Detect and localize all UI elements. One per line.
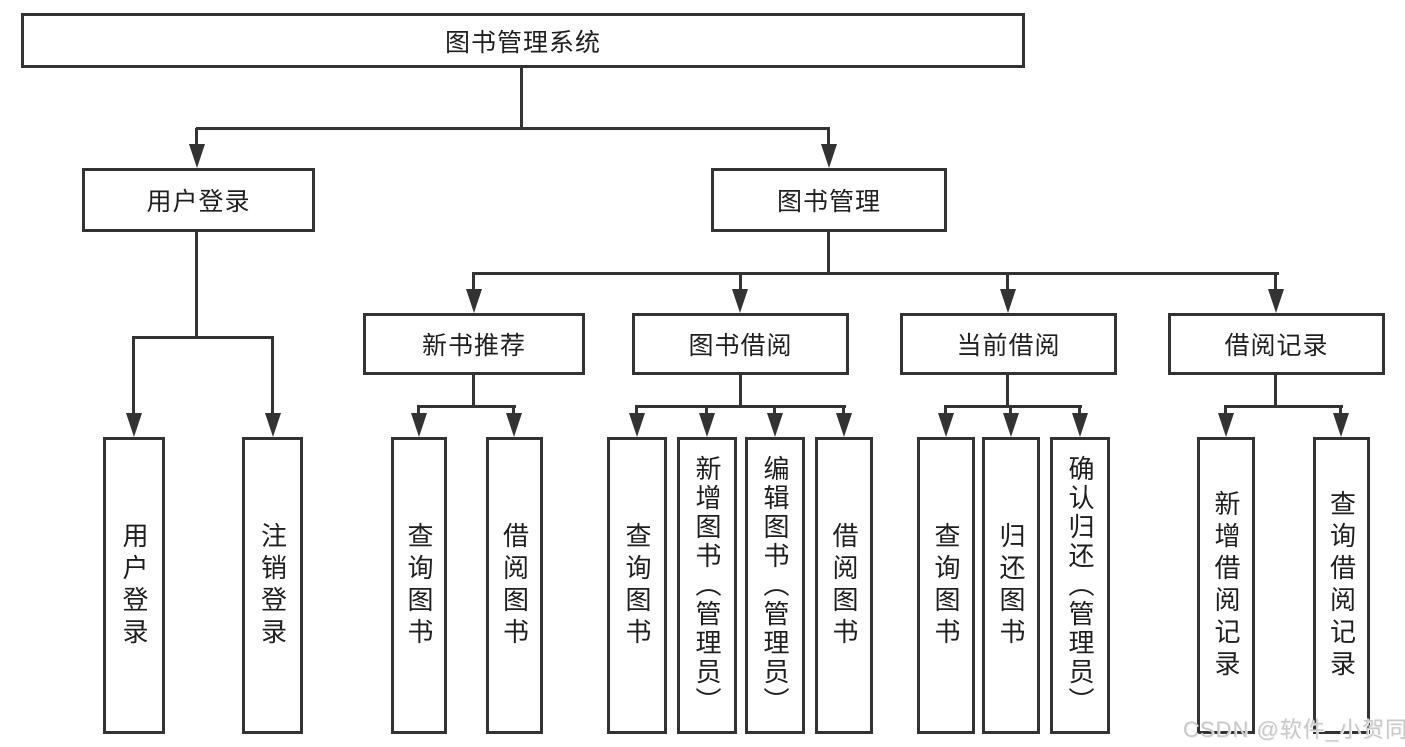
connector-user-login-drop-1 (132, 337, 135, 419)
connector-book-mgmt-stem (827, 230, 830, 274)
arrowhead-icon (767, 413, 783, 437)
leaf-label: 新增借阅记录 (1211, 489, 1241, 682)
connector-group4-drop (1224, 406, 1227, 418)
leaf-newbook-query-books: 查询图书 (391, 437, 447, 734)
arrowhead-icon (1268, 289, 1284, 313)
connector-group3-drop (1009, 406, 1012, 418)
branch-book-management-label: 图书管理 (776, 188, 881, 216)
leaf-current-confirm-return-admin: 确认归还（管理员） (1050, 437, 1110, 734)
branch-user-login: 用户登录 (82, 168, 315, 232)
arrowhead-icon (126, 413, 142, 437)
leaf-records-query-record: 查询借阅记录 (1313, 437, 1370, 734)
arrowhead-icon (411, 413, 427, 437)
arrowhead-icon (466, 289, 482, 313)
leaf-borrow-query-books: 查询图书 (607, 437, 667, 734)
connector-group2-drop (635, 406, 638, 418)
connector-level2-right-drop (827, 128, 830, 152)
root-node: 图书管理系统 (21, 13, 1025, 68)
leaf-user-login: 用户登录 (103, 437, 165, 734)
leaf-label: 归还图书 (996, 521, 1026, 650)
connector-group4-rail (1224, 405, 1343, 408)
connector-level3-drop-1 (472, 273, 475, 293)
leaf-label: 查询借阅记录 (1326, 489, 1357, 682)
leaf-label: 查询图书 (931, 521, 961, 650)
connector-level2-rail (196, 127, 830, 130)
leaf-label: 借阅图书 (499, 521, 530, 650)
leaf-label: 用户登录 (119, 521, 149, 650)
connector-level3-rail (472, 272, 1279, 275)
arrowhead-icon (1072, 413, 1088, 437)
leaf-records-add-record: 新增借阅记录 (1197, 437, 1255, 734)
watermark-text: CSDN @软件_小贺同学 (1183, 717, 1405, 742)
root-node-label: 图书管理系统 (444, 28, 601, 57)
connector-group3-rail (944, 405, 1082, 408)
connector-group1-stem (472, 373, 475, 407)
connector-group3-stem (1006, 373, 1009, 407)
arrowhead-icon (629, 413, 645, 437)
connector-group2-drop (842, 406, 845, 418)
arrowhead-icon (699, 413, 715, 437)
group-label: 图书借阅 (688, 332, 793, 360)
arrowhead-icon (732, 289, 748, 313)
connector-group1-rail (417, 405, 516, 408)
arrowhead-icon (1218, 413, 1234, 437)
arrowhead-icon (1333, 413, 1349, 437)
branch-book-management: 图书管理 (711, 168, 947, 232)
leaf-label: 借阅图书 (829, 521, 859, 650)
connector-group2-stem (739, 373, 742, 407)
connector-root-stem (520, 66, 523, 129)
branch-user-login-label: 用户登录 (146, 188, 251, 216)
leaf-label: 查询图书 (622, 521, 652, 650)
leaf-label: 查询图书 (404, 521, 434, 650)
arrowhead-icon (1003, 413, 1019, 437)
leaf-current-return-books: 归还图书 (982, 437, 1040, 734)
group-book-borrow: 图书借阅 (632, 313, 849, 375)
connector-user-login-drop-2 (271, 337, 274, 419)
leaf-logout-login: 注销登录 (242, 437, 303, 734)
leaf-borrow-edit-books-admin: 编辑图书（管理员） (745, 437, 805, 734)
connector-group2-drop (773, 406, 776, 418)
arrowhead-icon (836, 413, 852, 437)
group-current-borrow: 当前借阅 (900, 313, 1117, 375)
leaf-borrow-borrow-books: 借阅图书 (815, 437, 873, 734)
connector-level3-drop-4 (1274, 273, 1277, 293)
arrowhead-icon (821, 144, 837, 168)
leaf-label: 编辑图书（管理员） (760, 455, 790, 716)
leaf-label: 注销登录 (257, 521, 288, 650)
connector-group1-drop (417, 406, 420, 418)
connector-group1-drop (512, 406, 515, 418)
group-borrow-records: 借阅记录 (1168, 313, 1385, 375)
leaf-label: 新增图书（管理员） (692, 455, 722, 716)
arrowhead-icon (189, 144, 205, 168)
connector-group2-rail (635, 405, 846, 408)
connector-group4-drop (1339, 406, 1342, 418)
arrowhead-icon (1000, 289, 1016, 313)
connector-group2-drop (705, 406, 708, 418)
group-label: 当前借阅 (956, 332, 1061, 360)
arrowhead-icon (265, 413, 281, 437)
connector-group3-drop (1078, 406, 1081, 418)
leaf-newbook-borrow-books: 借阅图书 (486, 437, 543, 734)
connector-level3-drop-2 (739, 273, 742, 293)
arrowhead-icon (938, 413, 954, 437)
connector-level3-drop-3 (1006, 273, 1009, 293)
connector-user-login-stem (195, 230, 198, 338)
group-label: 新书推荐 (421, 332, 526, 360)
leaf-borrow-add-books-admin: 新增图书（管理员） (677, 437, 737, 734)
leaf-label: 确认归还（管理员） (1065, 455, 1095, 716)
leaf-current-query-books: 查询图书 (917, 437, 975, 734)
connector-user-login-rail (132, 336, 274, 339)
connector-level2-left-drop (195, 128, 198, 152)
group-new-book-recommend: 新书推荐 (363, 313, 585, 375)
arrowhead-icon (506, 413, 522, 437)
connector-group4-stem (1274, 373, 1277, 407)
group-label: 借阅记录 (1224, 332, 1329, 360)
connector-group3-drop (944, 406, 947, 418)
